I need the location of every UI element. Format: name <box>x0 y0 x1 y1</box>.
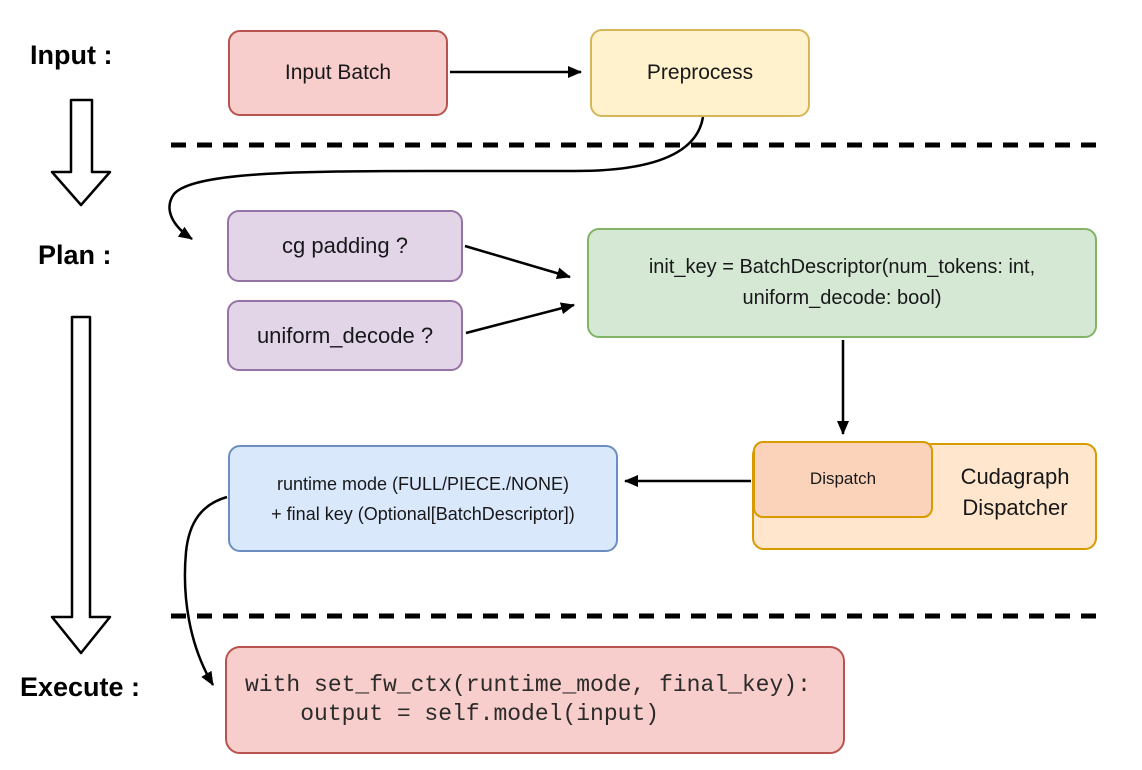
execute-code-line2: output = self.model(input) <box>245 701 660 727</box>
node-preprocess-label: Preprocess <box>646 60 754 84</box>
plan-stage-down-arrow <box>50 315 112 655</box>
node-runtime-mode-line2: + final key (Optional[BatchDescriptor]) <box>271 503 575 524</box>
node-cg-padding: cg padding ? <box>227 210 463 282</box>
arrow-preprocess-to-cg-padding <box>168 116 705 241</box>
cudagraph-dispatcher-line1: Cudagraph <box>960 464 1070 489</box>
node-uniform-decode: uniform_decode ? <box>227 300 463 371</box>
input-stage-down-arrow <box>50 98 112 207</box>
node-dispatch-label: Dispatch <box>809 469 877 489</box>
node-input-batch: Input Batch <box>228 30 448 116</box>
node-cg-padding-label: cg padding ? <box>282 233 408 259</box>
stage-label-plan: Plan : <box>38 240 112 270</box>
node-init-key: init_key = BatchDescriptor(num_tokens: i… <box>587 228 1097 338</box>
execute-code-line1: with set_fw_ctx(runtime_mode, final_key)… <box>245 672 811 698</box>
node-dispatch: Dispatch <box>753 441 933 518</box>
cudagraph-dispatcher-label: Cudagraph Dispatcher <box>935 461 1095 523</box>
node-uniform-decode-label: uniform_decode ? <box>256 322 434 348</box>
arrow-cg-padding-to-init-key <box>464 244 571 280</box>
node-runtime-mode: runtime mode (FULL/PIECE./NONE) + final … <box>228 445 618 552</box>
node-init-key-line2: uniform_decode: bool) <box>742 287 942 309</box>
stage-label-execute: Execute : <box>20 672 141 702</box>
cudagraph-dispatcher-line2: Dispatcher <box>962 495 1068 520</box>
node-init-key-line1: init_key = BatchDescriptor(num_tokens: i… <box>648 256 1036 278</box>
node-execute-code: with set_fw_ctx(runtime_mode, final_key)… <box>225 646 845 754</box>
stage-label-input: Input : <box>30 40 113 70</box>
arrow-runtime-mode-to-execute-code <box>183 495 228 686</box>
node-input-batch-label: Input Batch <box>284 60 392 84</box>
node-preprocess: Preprocess <box>590 29 810 117</box>
arrow-uniform-decode-to-init-key <box>465 302 575 335</box>
node-runtime-mode-line1: runtime mode (FULL/PIECE./NONE) <box>276 473 570 494</box>
